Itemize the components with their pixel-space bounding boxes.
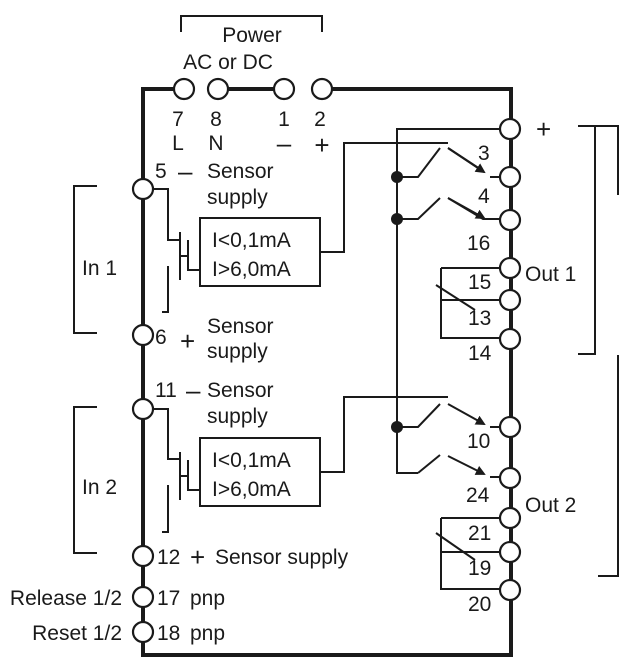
terminal-19-number: 19 — [468, 557, 491, 580]
terminal-5-number: 5 — [155, 160, 167, 183]
terminal-13[interactable] — [498, 327, 522, 351]
terminal-11-text-b: supply — [207, 405, 268, 428]
terminal-15[interactable] — [498, 288, 522, 312]
in1-signal-wire — [320, 142, 448, 253]
terminal-24[interactable] — [498, 466, 522, 490]
in1-wire-top — [153, 188, 180, 241]
terminal-1-signal: – — [277, 128, 292, 158]
power-bracket — [180, 15, 323, 32]
in1-threshold-high: I>6,0mA — [212, 258, 291, 281]
terminal-3[interactable] — [498, 165, 522, 189]
terminal-7-signal: L — [172, 132, 184, 155]
out1-contact-3-arrow — [447, 147, 486, 174]
terminal-2[interactable] — [310, 77, 334, 101]
in2-threshold-low: I<0,1mA — [212, 449, 291, 472]
common-bus — [396, 128, 500, 474]
out2-contact-10-arrow — [447, 403, 486, 425]
terminal-16-number: 16 — [467, 232, 490, 255]
terminal-8[interactable] — [206, 77, 230, 101]
terminal-14-number: 14 — [468, 342, 492, 365]
terminal-20-number: 20 — [468, 593, 491, 616]
reset-label: Reset 1/2 — [32, 622, 122, 645]
terminal-4[interactable] — [498, 208, 522, 232]
terminal-17[interactable] — [131, 585, 155, 609]
out2-contact-10 — [397, 403, 441, 428]
terminal-15-number: 15 — [468, 271, 491, 294]
terminal-11-sign: – — [186, 375, 201, 405]
in1-threshold-low: I<0,1mA — [212, 229, 291, 252]
out-bracket-top — [595, 125, 619, 195]
terminal-10-number: 10 — [467, 430, 490, 453]
terminal-10[interactable] — [498, 415, 522, 439]
out2-relay — [435, 517, 500, 590]
out1-bracket — [578, 125, 596, 355]
terminal-3-number: 3 — [478, 142, 490, 165]
output-plus: + — [536, 114, 551, 144]
terminal-8-number: 8 — [210, 108, 222, 131]
terminal-1-number: 1 — [278, 108, 290, 131]
out2-term-wires — [490, 426, 500, 478]
terminal-2-number: 2 — [314, 108, 326, 131]
out2-bracket — [598, 355, 619, 577]
out2-label: Out 2 — [525, 494, 576, 517]
in2-label: In 2 — [82, 476, 117, 499]
release-label: Release 1/2 — [10, 587, 122, 610]
terminal-11[interactable] — [131, 397, 155, 421]
terminal-24-number: 24 — [466, 484, 490, 507]
terminal-11-text-a: Sensor — [207, 379, 274, 402]
out2-contact-24 — [417, 454, 441, 474]
in2-bracket — [73, 406, 97, 554]
in2-threshold-high: I>6,0mA — [212, 478, 291, 501]
terminal-5-text-b: supply — [207, 186, 268, 209]
terminal-13-number: 13 — [468, 307, 491, 330]
terminal-5-sign: – — [178, 156, 193, 186]
terminal-20[interactable] — [498, 578, 522, 602]
in1-bracket — [73, 185, 97, 334]
terminal-1[interactable] — [272, 77, 296, 101]
terminal-21[interactable] — [498, 506, 522, 530]
out1-label: Out 1 — [525, 263, 576, 286]
out1-contact-4-arrow — [447, 197, 486, 219]
in2-wire-bottom — [162, 485, 169, 533]
terminal-8-signal: N — [208, 132, 223, 155]
terminal-5-text-a: Sensor — [207, 160, 274, 183]
terminal-7-number: 7 — [172, 108, 184, 131]
in2-sensor-symbol — [179, 452, 200, 500]
out2-contact-24-arrow — [447, 455, 486, 475]
terminal-7[interactable] — [172, 77, 196, 101]
terminal-5[interactable] — [131, 177, 155, 201]
in1-sensor-symbol — [179, 232, 200, 280]
terminal-plus[interactable] — [498, 117, 522, 141]
terminal-12-text: Sensor supply — [215, 546, 349, 569]
in1-wire-bottom — [162, 266, 169, 313]
terminal-6-text-a: Sensor — [207, 315, 274, 338]
terminal-19[interactable] — [498, 540, 522, 564]
terminal-6-text-b: supply — [207, 340, 268, 363]
terminal-17-number: 17 — [157, 587, 180, 610]
out1-relay — [435, 267, 500, 339]
terminal-6[interactable] — [131, 323, 155, 347]
terminal-21-number: 21 — [468, 522, 491, 545]
terminal-6-number: 6 — [155, 326, 167, 349]
terminal-2-signal: + — [314, 130, 329, 160]
terminal-6-sign: + — [180, 326, 195, 356]
terminal-18[interactable] — [131, 620, 155, 644]
terminal-12-sign: + — [190, 542, 205, 572]
terminal-11-number: 11 — [155, 379, 177, 402]
terminal-17-type: pnp — [190, 587, 225, 610]
power-subtitle: AC or DC — [183, 51, 273, 74]
in2-signal-wire — [320, 396, 448, 473]
terminal-4-number: 4 — [478, 185, 490, 208]
terminal-12-number: 12 — [157, 546, 180, 569]
terminal-18-type: pnp — [190, 622, 225, 645]
in1-label: In 1 — [82, 257, 117, 280]
in2-wire-top — [153, 408, 180, 460]
terminal-12[interactable] — [131, 544, 155, 568]
terminal-18-number: 18 — [157, 622, 180, 645]
terminal-16[interactable] — [498, 256, 522, 280]
power-title: Power — [222, 24, 282, 47]
